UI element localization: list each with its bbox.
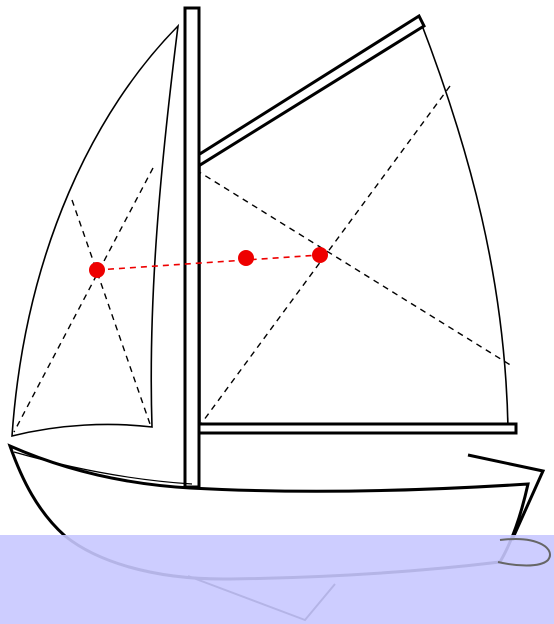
foresail-center-point [89, 262, 105, 278]
water [0, 535, 554, 624]
mainsail-center-point [312, 247, 328, 263]
mainsail [200, 20, 508, 428]
gaff [195, 16, 424, 165]
combined-center-point [238, 250, 254, 266]
center-line [97, 255, 320, 270]
boom [198, 424, 516, 433]
mainsail-diagonal-1 [196, 170, 512, 366]
foresail [12, 26, 178, 436]
foresail-diagonal-1 [72, 200, 150, 424]
mast [185, 8, 199, 487]
foresail-diagonal-2 [14, 168, 153, 432]
